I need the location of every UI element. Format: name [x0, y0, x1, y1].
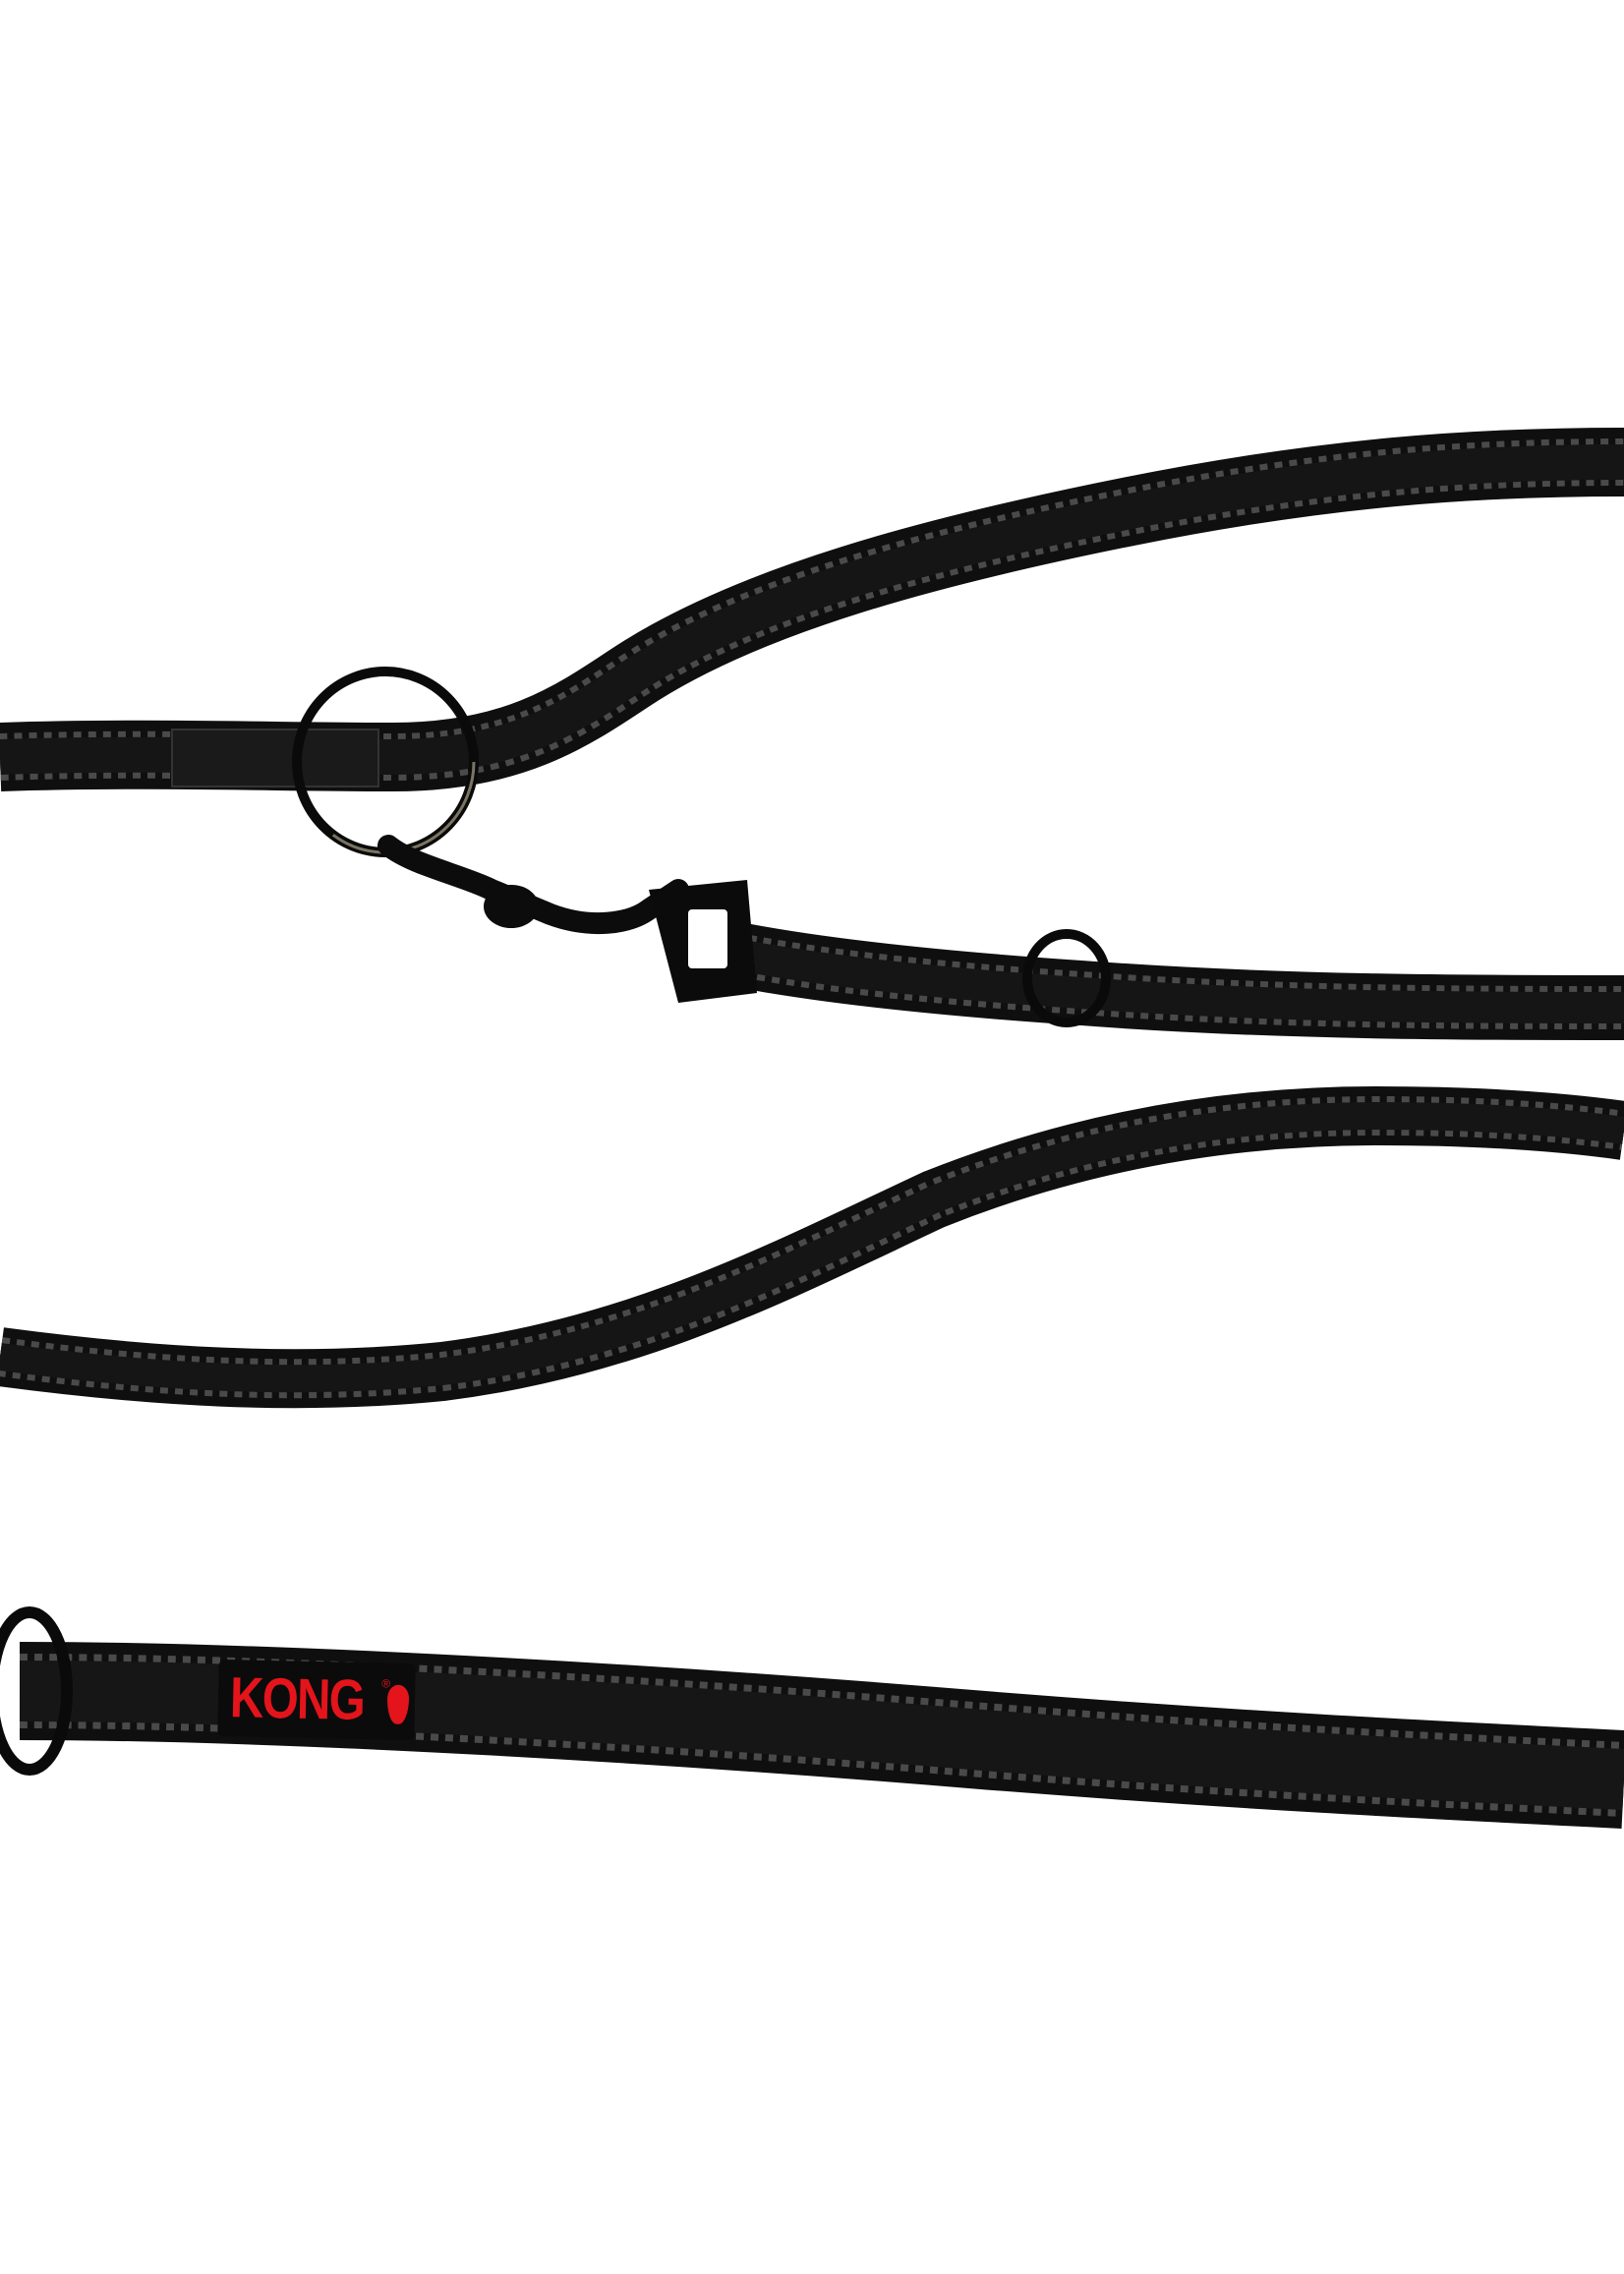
handle-ring — [0, 1606, 73, 1776]
top-strap — [0, 428, 1624, 792]
d-ring-middle — [1022, 929, 1111, 1027]
snap-hook — [377, 835, 757, 1003]
loop-strap — [0, 1085, 1624, 1409]
kong-toy-icon — [386, 1684, 410, 1724]
middle-strap — [680, 911, 1624, 1040]
kong-logo-tag: KONG ® — [217, 1659, 416, 1741]
kong-logo-text: KONG — [229, 1665, 365, 1733]
